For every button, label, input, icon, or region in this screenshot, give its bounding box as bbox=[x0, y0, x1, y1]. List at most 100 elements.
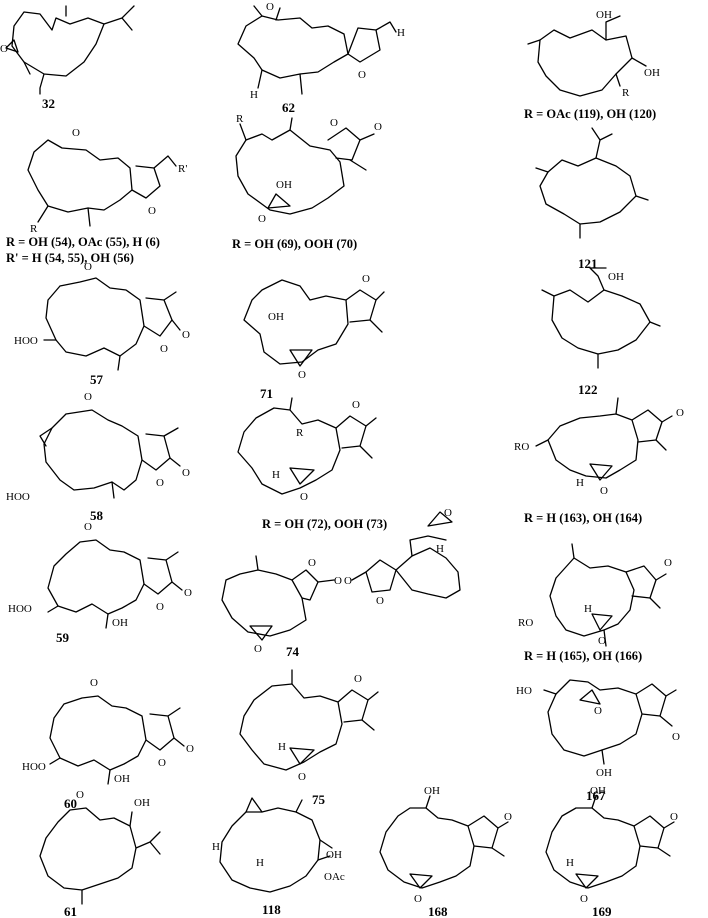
structure-71: OH O O 71 bbox=[243, 273, 385, 401]
atom-label: H bbox=[436, 543, 444, 555]
compound-caption: R' = H (54, 55), OH (56) bbox=[6, 251, 134, 265]
atom-label: O bbox=[598, 635, 606, 647]
atom-label: RO bbox=[514, 441, 529, 453]
compound-caption: R = H (165), OH (166) bbox=[524, 649, 642, 663]
structure-163-164: RO H O O R = H (163), OH (164) bbox=[514, 397, 684, 525]
atom-label: R bbox=[296, 427, 304, 439]
compound-number: 74 bbox=[286, 644, 300, 659]
compound-caption: R = OH (72), OOH (73) bbox=[262, 517, 387, 531]
atom-label: O bbox=[156, 601, 164, 613]
compound-number: 118 bbox=[262, 902, 281, 917]
atom-label: O bbox=[298, 771, 306, 783]
structure-57: O HOO O O 57 bbox=[14, 261, 190, 387]
atom-label: OH bbox=[608, 271, 624, 283]
compound-number: 62 bbox=[282, 100, 295, 115]
atom-label: OH bbox=[134, 797, 150, 809]
atom-label: O bbox=[148, 205, 156, 217]
atom-label: HOO bbox=[22, 761, 46, 773]
atom-label: O bbox=[300, 491, 308, 503]
atom-label: OH bbox=[596, 9, 612, 21]
atom-label: OH bbox=[114, 773, 130, 785]
atom-label: O bbox=[376, 595, 384, 607]
compound-number: 60 bbox=[64, 796, 77, 811]
atom-label: O bbox=[676, 407, 684, 419]
atom-label: O bbox=[344, 575, 352, 587]
structure-69-70: R OH O O O R = OH (69), OOH (70) bbox=[232, 113, 382, 251]
atom-label: H bbox=[256, 857, 264, 869]
atom-label: HOO bbox=[6, 491, 30, 503]
structure-118: H H OH OAc 118 bbox=[212, 797, 345, 917]
atom-label: O bbox=[308, 557, 316, 569]
atom-label: O bbox=[184, 587, 192, 599]
atom-label: HO bbox=[516, 685, 532, 697]
compound-number: 59 bbox=[56, 630, 70, 645]
structure-72-73: R H O O R = OH (72), OOH (73) bbox=[237, 397, 387, 531]
compound-number: 121 bbox=[578, 256, 598, 271]
structure-58: O HOO O O 58 bbox=[6, 391, 190, 523]
structure-54-56: O O R' R R = OH (54), OAc (55), H (6) R'… bbox=[6, 127, 187, 265]
atom-label: H bbox=[584, 603, 592, 615]
atom-label: O bbox=[158, 757, 166, 769]
atom-label: HOO bbox=[8, 603, 32, 615]
atom-label: HOO bbox=[14, 335, 38, 347]
atom-label: O bbox=[266, 1, 274, 13]
atom-label: OH bbox=[326, 849, 342, 861]
atom-label: OH bbox=[644, 67, 660, 79]
atom-label: O bbox=[334, 575, 342, 587]
atom-label: O bbox=[580, 893, 588, 905]
compound-number: 58 bbox=[90, 508, 104, 523]
structure-169: OH H O O 169 bbox=[545, 785, 678, 918]
atom-label: H bbox=[250, 89, 258, 101]
atom-label: R bbox=[30, 223, 38, 235]
compound-number: 169 bbox=[592, 904, 612, 918]
atom-label: O bbox=[444, 507, 452, 519]
atom-label: H bbox=[212, 841, 220, 853]
atom-label: O bbox=[600, 485, 608, 497]
atom-label: OH bbox=[276, 179, 292, 191]
compound-number: 75 bbox=[312, 792, 326, 807]
compound-number: 122 bbox=[578, 382, 598, 397]
atom-label: O bbox=[160, 343, 168, 355]
compound-number: 168 bbox=[428, 904, 448, 918]
structure-61: O OH 61 bbox=[39, 789, 161, 918]
atom-label: O bbox=[670, 811, 678, 823]
structure-32: O 32 bbox=[0, 5, 135, 111]
atom-label: O bbox=[182, 329, 190, 341]
compound-number: 57 bbox=[90, 372, 104, 387]
atom-label: O bbox=[352, 399, 360, 411]
atom-label: O bbox=[186, 743, 194, 755]
atom-label: R' bbox=[178, 163, 187, 175]
atom-label: OH bbox=[424, 785, 440, 797]
atom-label: H bbox=[397, 27, 405, 39]
structure-62: O O H H 62 bbox=[237, 1, 405, 115]
atom-label: O bbox=[414, 893, 422, 905]
atom-label: O bbox=[84, 391, 92, 403]
atom-label: H bbox=[566, 857, 574, 869]
compound-caption: R = OAc (119), OH (120) bbox=[524, 107, 656, 121]
atom-label: O bbox=[594, 705, 602, 717]
structure-60: O HOO OH O O 60 bbox=[22, 677, 194, 811]
compound-number: 61 bbox=[64, 904, 77, 918]
structure-165-166: RO H O O R = H (165), OH (166) bbox=[518, 543, 672, 663]
atom-label: O bbox=[182, 467, 190, 479]
atom-label: O bbox=[298, 369, 306, 381]
atom-label: O bbox=[664, 557, 672, 569]
structure-121: 121 bbox=[535, 127, 649, 271]
compound-caption: R = H (163), OH (164) bbox=[524, 511, 642, 525]
structure-59: O HOO OH O O 59 bbox=[8, 521, 192, 645]
atom-label: O bbox=[330, 117, 338, 129]
atom-label: R bbox=[622, 87, 630, 99]
structure-168: OH O O 168 bbox=[379, 785, 512, 918]
atom-label: R bbox=[236, 113, 244, 125]
structure-119-120: OH OH R R = OAc (119), OH (120) bbox=[524, 9, 660, 121]
compound-caption: R = OH (69), OOH (70) bbox=[232, 237, 357, 251]
atom-label: OH bbox=[112, 617, 128, 629]
structure-122: OH 122 bbox=[541, 267, 661, 397]
atom-label: O bbox=[0, 43, 8, 55]
atom-label: O bbox=[362, 273, 370, 285]
atom-label: OH bbox=[596, 767, 612, 779]
atom-label: O bbox=[672, 731, 680, 743]
atom-label: O bbox=[358, 69, 366, 81]
structure-167: HO O OH O 167 bbox=[516, 679, 680, 803]
